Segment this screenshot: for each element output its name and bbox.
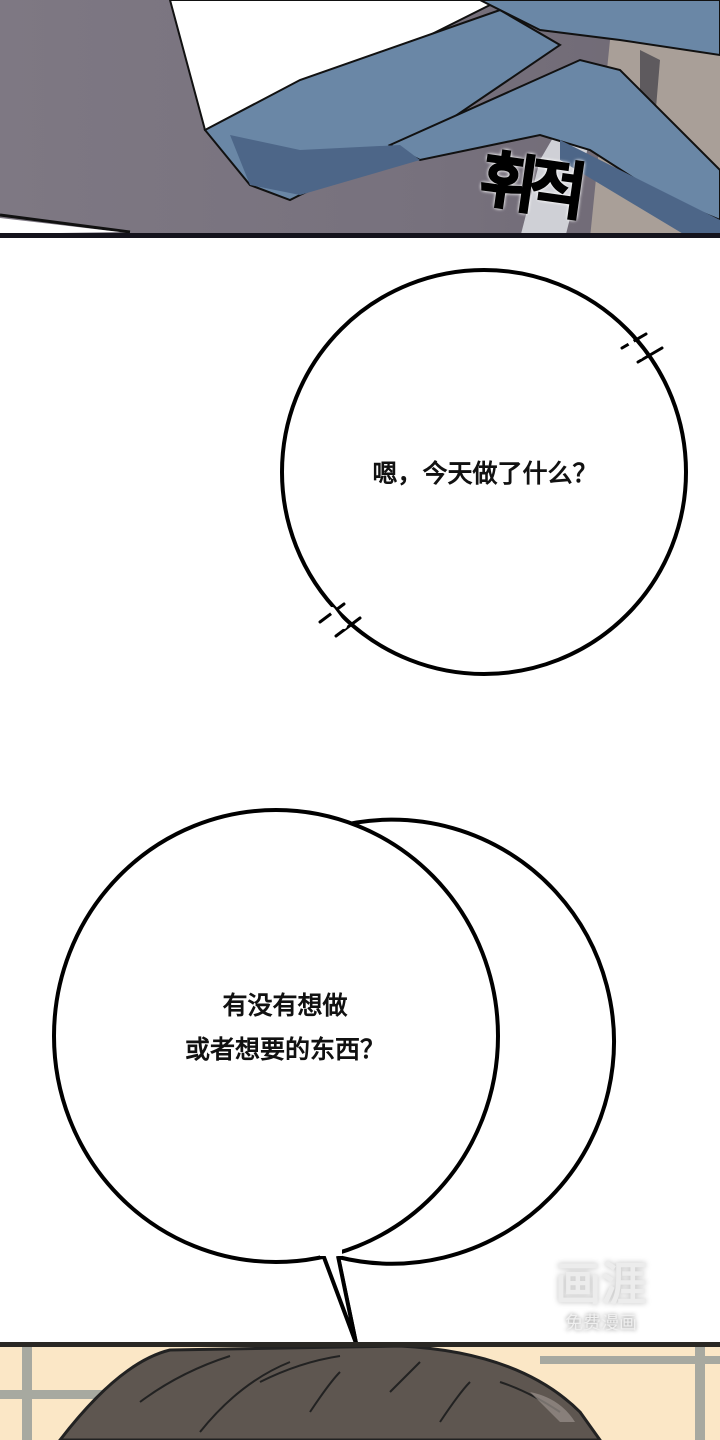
speech-bubble-1: [280, 268, 688, 676]
hair-illustration: [0, 1342, 720, 1440]
speech-line-1: 有没有想做: [222, 991, 348, 1020]
watermark-subtitle: 免费漫画: [565, 1313, 637, 1334]
watermark-logo: 画涯: [555, 1257, 647, 1311]
speech-line-2: 或者想要的东西？: [184, 1035, 385, 1064]
legs-illustration: [0, 0, 720, 238]
speech-bubble-1-text: 嗯，今天做了什么？: [372, 459, 598, 488]
speech-bubble-2-text: 有没有想做 或者想要的东西？: [90, 984, 480, 1072]
top-comic-panel: 휘적: [0, 0, 720, 238]
watermark: 画涯 免费漫画: [536, 1256, 666, 1356]
bottom-comic-panel: [0, 1342, 720, 1440]
